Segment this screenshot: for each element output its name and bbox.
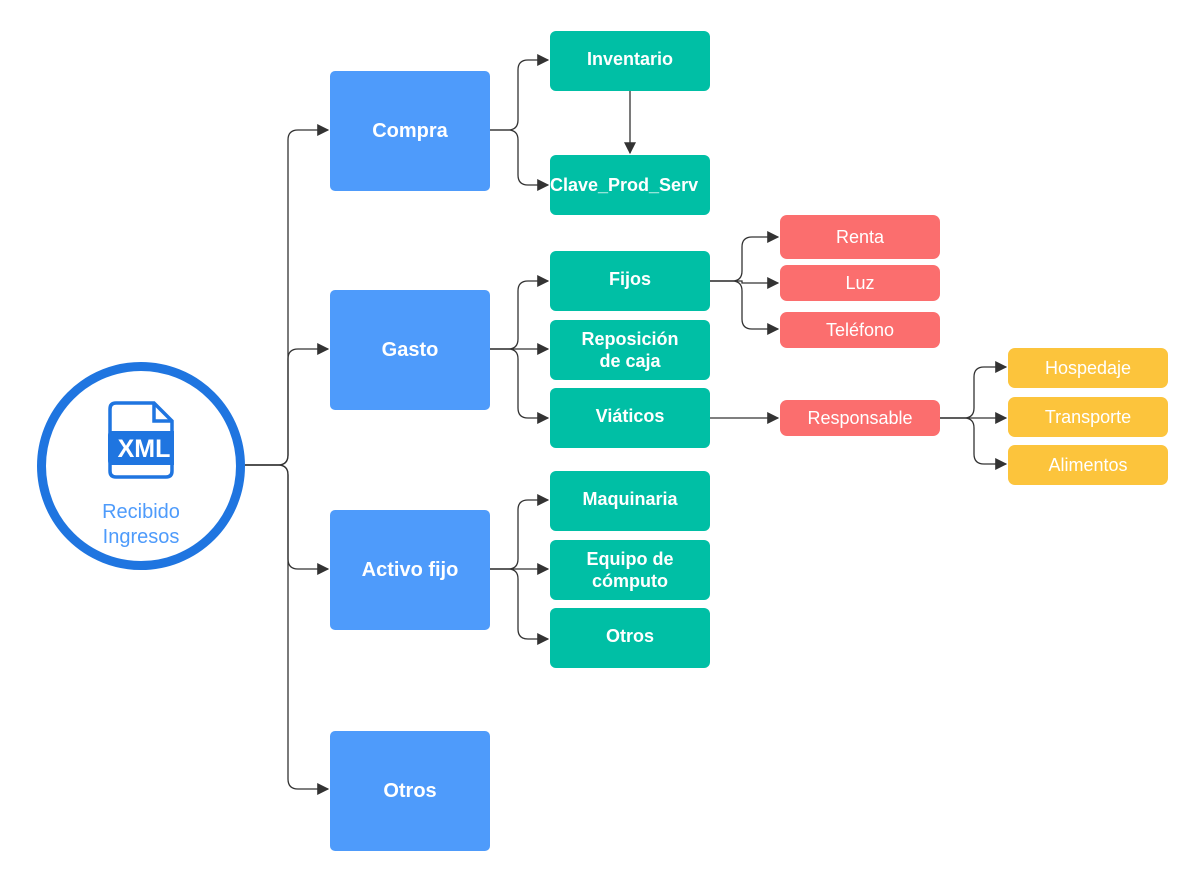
node-viaticos-label: Viáticos <box>595 406 665 426</box>
xml-icon-text: XML <box>118 435 171 463</box>
node-maquinaria-label: Maquinaria <box>582 489 678 509</box>
node-renta[interactable]: Renta <box>780 215 940 259</box>
category-compra[interactable]: Compra <box>330 71 490 191</box>
node-clave-prod-serv-label: Clave_Prod_Serv <box>550 174 699 195</box>
node-alimentos-label: Alimentos <box>1048 454 1128 475</box>
node-transporte-label: Transporte <box>1044 406 1132 427</box>
node-equipo-de-computo-label: Equipo de cómputo <box>586 548 674 592</box>
connector-responsable-alimentos <box>940 417 1008 470</box>
category-activo-fijo[interactable]: Activo fijo <box>330 510 490 630</box>
node-clave-prod-serv[interactable]: Clave_Prod_Serv <box>550 155 710 215</box>
connector-fijos-renta <box>710 231 780 282</box>
node-hospedaje-label: Hospedaje <box>1044 357 1132 378</box>
node-fijos-label: Fijos <box>608 269 651 289</box>
xml-file-icon: XML <box>108 401 174 479</box>
node-telefono-label: Teléfono <box>825 319 895 340</box>
category-activo-fijo-label: Activo fijo <box>361 558 459 581</box>
connector-fijos-telefono <box>710 280 780 335</box>
root-label: Recibido Ingresos <box>102 501 180 548</box>
node-viaticos[interactable]: Viáticos <box>550 388 710 448</box>
connector-root-otros <box>245 464 330 795</box>
category-otros-label: Otros <box>383 779 437 802</box>
node-equipo-de-computo[interactable]: Equipo de cómputo <box>550 540 710 600</box>
category-gasto[interactable]: Gasto <box>330 290 490 410</box>
node-inventario-label: Inventario <box>586 49 674 69</box>
connector-compra-clave <box>490 129 550 191</box>
connector-responsable-hospedaje <box>940 361 1008 419</box>
connector-activo-otros <box>490 568 550 645</box>
node-responsable-label: Responsable <box>807 407 913 428</box>
node-luz[interactable]: Luz <box>780 265 940 301</box>
node-reposicion-de-caja[interactable]: Reposición de caja <box>550 320 710 380</box>
connector-activo-maquinaria <box>490 494 550 570</box>
node-inventario[interactable]: Inventario <box>550 31 710 91</box>
connector-root-activo <box>245 464 330 575</box>
node-responsable[interactable]: Responsable <box>780 400 940 436</box>
connector-root-gasto <box>245 343 330 466</box>
node-otros-activo-label: Otros <box>605 626 654 646</box>
node-reposicion-de-caja-label: Reposición de caja <box>581 328 679 372</box>
connector-gasto-fijos <box>490 275 550 350</box>
node-renta-label: Renta <box>835 226 885 247</box>
node-alimentos[interactable]: Alimentos <box>1008 445 1168 485</box>
node-telefono[interactable]: Teléfono <box>780 312 940 348</box>
category-gasto-label: Gasto <box>381 338 439 361</box>
node-luz-label: Luz <box>845 272 875 293</box>
category-otros[interactable]: Otros <box>330 731 490 851</box>
node-otros-activo[interactable]: Otros <box>550 608 710 668</box>
root-node[interactable]: XML Recibido Ingresos <box>37 362 245 570</box>
node-hospedaje[interactable]: Hospedaje <box>1008 348 1168 388</box>
node-transporte[interactable]: Transporte <box>1008 397 1168 437</box>
node-maquinaria[interactable]: Maquinaria <box>550 471 710 531</box>
category-compra-label: Compra <box>372 119 448 142</box>
connector-root-compra <box>245 124 330 466</box>
node-fijos[interactable]: Fijos <box>550 251 710 311</box>
connector-gasto-viaticos <box>490 348 550 424</box>
connector-compra-inventario <box>490 54 550 131</box>
